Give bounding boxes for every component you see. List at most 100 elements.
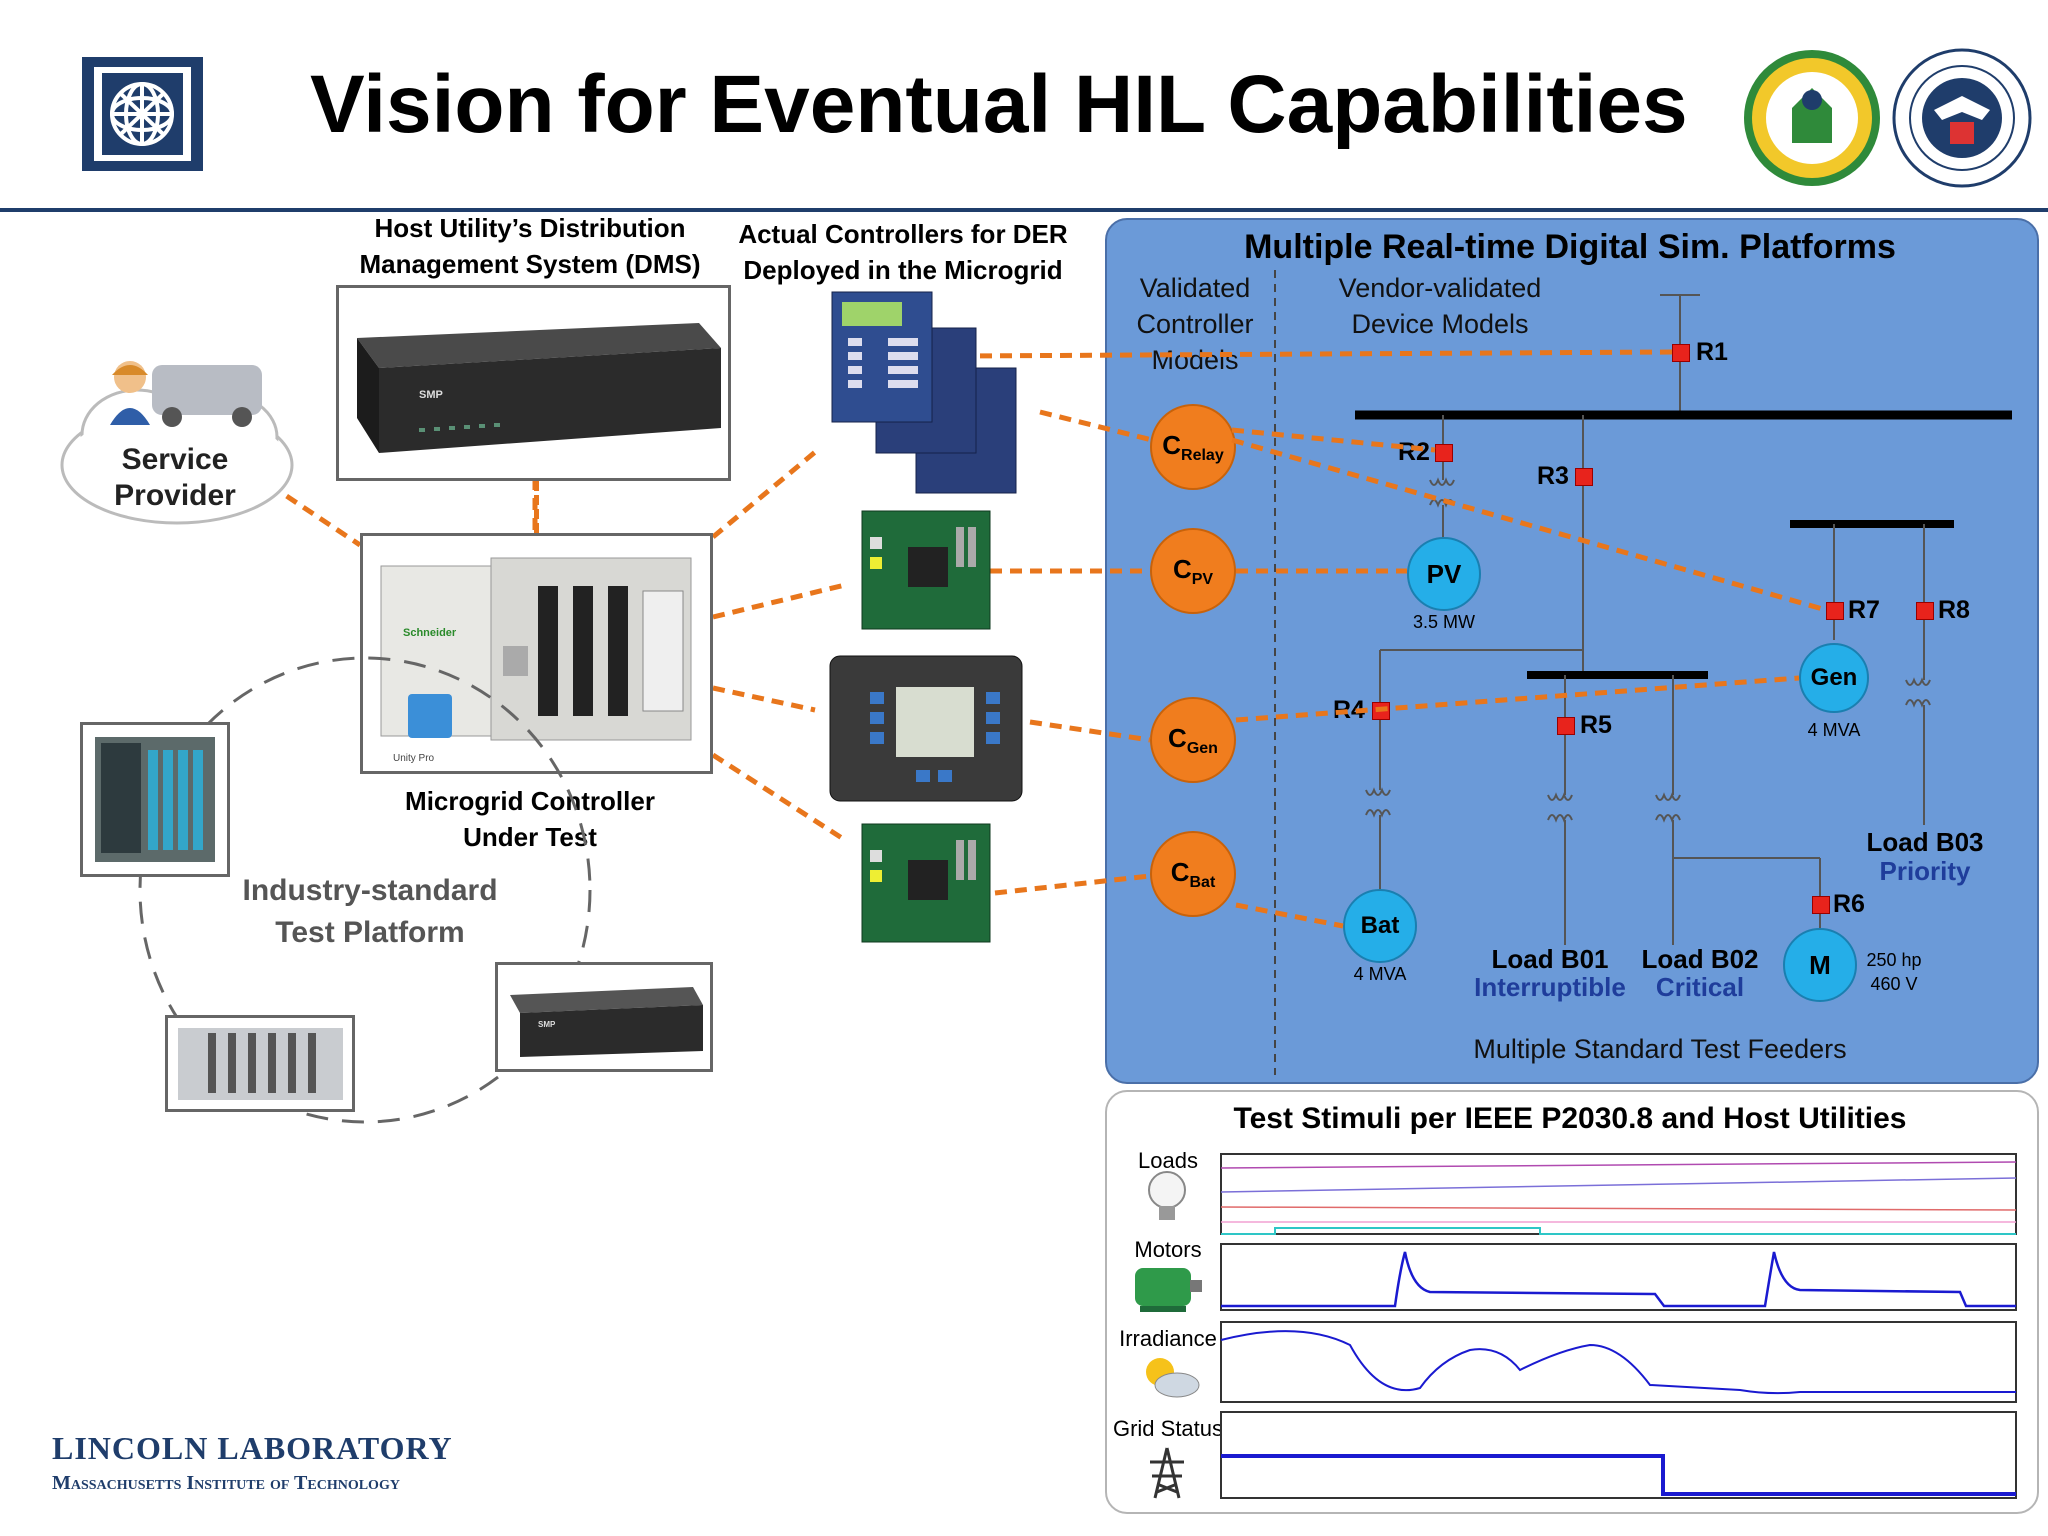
- dms-label-line2: Management System (DMS): [359, 249, 701, 279]
- relay-r5-label: R5: [1580, 711, 1612, 739]
- motor-label: M: [1809, 949, 1831, 980]
- feeders-label: Multiple Standard Test Feeders: [1473, 1034, 1847, 1064]
- relay-r7-marker: [1826, 602, 1844, 620]
- gen-label: Gen: [1810, 664, 1858, 691]
- bat-controller-board: [858, 820, 994, 946]
- vendor-line1: Vendor-validated: [1338, 273, 1542, 303]
- controller-model-bat: CBat: [1150, 831, 1236, 917]
- service-provider-line1: Service: [121, 443, 229, 476]
- service-provider-cloud: [52, 355, 302, 530]
- load-b02-type: Critical: [1655, 972, 1745, 1002]
- load-b02: Load B02 Critical: [1610, 945, 1790, 1001]
- dms-label-line1: Host Utility’s Distribution: [374, 213, 686, 243]
- smp-brand-text: SMP: [538, 1020, 556, 1029]
- bat-label: Bat: [1360, 912, 1400, 939]
- siemens-plc-image: [95, 737, 215, 862]
- load-b02-name: Load B02: [1641, 944, 1759, 974]
- transmission-tower-icon: [1150, 1447, 1184, 1499]
- stimulus-loads-label: Loads: [1138, 1148, 1198, 1173]
- controller-label-line1: Microgrid Controller: [405, 786, 655, 816]
- ni-chassis-image: [178, 1028, 343, 1100]
- stimuli-title: Test Stimuli per IEEE P2030.8 and Host U…: [1233, 1102, 1907, 1135]
- microgrid-controller-box: Schneider Unity Pro: [360, 533, 713, 774]
- bat-device-model: Bat: [1343, 889, 1417, 963]
- stimulus-grid-status-label: Grid Status: [1112, 1416, 1224, 1441]
- sim-panel-title: Multiple Real-time Digital Sim. Platform…: [1244, 228, 1896, 266]
- relay-r2-label: R2: [1398, 438, 1430, 466]
- plc-image: Schneider Unity Pro: [380, 557, 692, 764]
- ni-chassis-box: [165, 1015, 355, 1112]
- dms-server-image: SMP: [357, 323, 721, 453]
- controller-model-gen: CGen: [1150, 697, 1236, 783]
- controller-model-relay: CRelay: [1150, 404, 1236, 490]
- test-platform-line1: Industry-standard: [242, 874, 498, 907]
- validated-line3: Models: [1151, 345, 1239, 375]
- motor-rating-voltage: 460 V: [1870, 974, 1918, 994]
- unity-pro-label: Unity Pro: [393, 753, 435, 764]
- c-bat-sub: Bat: [1189, 873, 1216, 891]
- relay-r3-label: R3: [1537, 462, 1569, 490]
- load-b03: Load B03 Priority: [1840, 828, 2010, 886]
- validated-line2: Controller: [1136, 309, 1254, 339]
- c-relay-base: C: [1162, 429, 1182, 460]
- der-controllers-label: Actual Controllers for DER Deployed in t…: [733, 216, 1073, 288]
- lincoln-lab-logo: [80, 55, 205, 173]
- dms-label: Host Utility’s Distribution Management S…: [335, 210, 725, 282]
- relay-r5-marker: [1557, 717, 1575, 735]
- relay-r6-label: R6: [1833, 890, 1865, 918]
- validated-line1: Validated: [1139, 273, 1251, 303]
- relay-r6-marker: [1812, 896, 1830, 914]
- relay-r7-label: R7: [1848, 596, 1880, 624]
- load-b01: Load B01 Interruptible: [1465, 945, 1635, 1001]
- pv-controller-board: [858, 507, 994, 633]
- pv-rating: 3.5 MW: [1412, 612, 1475, 632]
- plc-brand-text: Schneider: [403, 627, 457, 639]
- bat-rating: 4 MVA: [1353, 964, 1407, 984]
- lightbulb-icon: [1148, 1171, 1186, 1220]
- dms-brand-text: SMP: [419, 389, 443, 401]
- header-rule: [0, 208, 2048, 212]
- c-gen-base: C: [1168, 722, 1187, 753]
- c-pv-base: C: [1172, 553, 1192, 584]
- c-pv-sub: PV: [1191, 570, 1214, 588]
- gen-rating: 4 MVA: [1807, 720, 1861, 740]
- doe-seal: [1742, 48, 1882, 188]
- irradiance-plot: [1220, 1321, 2017, 1403]
- motor-device-model: M: [1783, 928, 1857, 1002]
- test-platform-label: Industry-standard Test Platform: [225, 870, 515, 954]
- footer-org-name: LINCOLN LABORATORY: [52, 1430, 453, 1466]
- relay-r8-label: R8: [1938, 596, 1970, 624]
- der-label-line1: Actual Controllers for DER: [738, 219, 1068, 249]
- c-gen-sub: Gen: [1186, 739, 1218, 757]
- vendor-line2: Device Models: [1351, 309, 1529, 339]
- controller-label-line2: Under Test: [463, 822, 597, 852]
- load-b01-type: Interruptible: [1474, 972, 1626, 1002]
- der-label-line2: Deployed in the Microgrid: [743, 255, 1063, 285]
- pv-label: PV: [1426, 558, 1462, 589]
- service-provider-label: Service Provider: [85, 442, 265, 514]
- gen-device-model: Gen: [1799, 643, 1869, 713]
- validated-models-label: Validated Controller Models: [1110, 270, 1280, 378]
- relay-r2-marker: [1435, 444, 1453, 462]
- smp-device-image: SMP: [510, 987, 703, 1057]
- relay-r1-marker: [1672, 344, 1690, 362]
- relay-r8-marker: [1916, 602, 1934, 620]
- vendor-models-label: Vendor-validated Device Models: [1300, 270, 1580, 342]
- load-b01-name: Load B01: [1491, 944, 1609, 974]
- pv-device-model: PV: [1407, 537, 1481, 611]
- relay-controllers-image: [828, 288, 1028, 508]
- motors-plot: [1220, 1243, 2017, 1311]
- siemens-plc-box: [80, 722, 230, 877]
- motor-rating-hp: 250 hp: [1866, 950, 1922, 970]
- smp-device-box: SMP: [495, 962, 713, 1072]
- c-relay-sub: Relay: [1181, 446, 1224, 464]
- controller-label: Microgrid Controller Under Test: [380, 783, 680, 855]
- loads-plot: [1220, 1153, 2017, 1235]
- relay-r1-label: R1: [1696, 338, 1728, 366]
- footer-org-subtitle: Massachusetts Institute of Technology: [52, 1472, 400, 1494]
- controller-model-pv: CPV: [1150, 528, 1236, 614]
- service-provider-line2: Provider: [114, 479, 236, 512]
